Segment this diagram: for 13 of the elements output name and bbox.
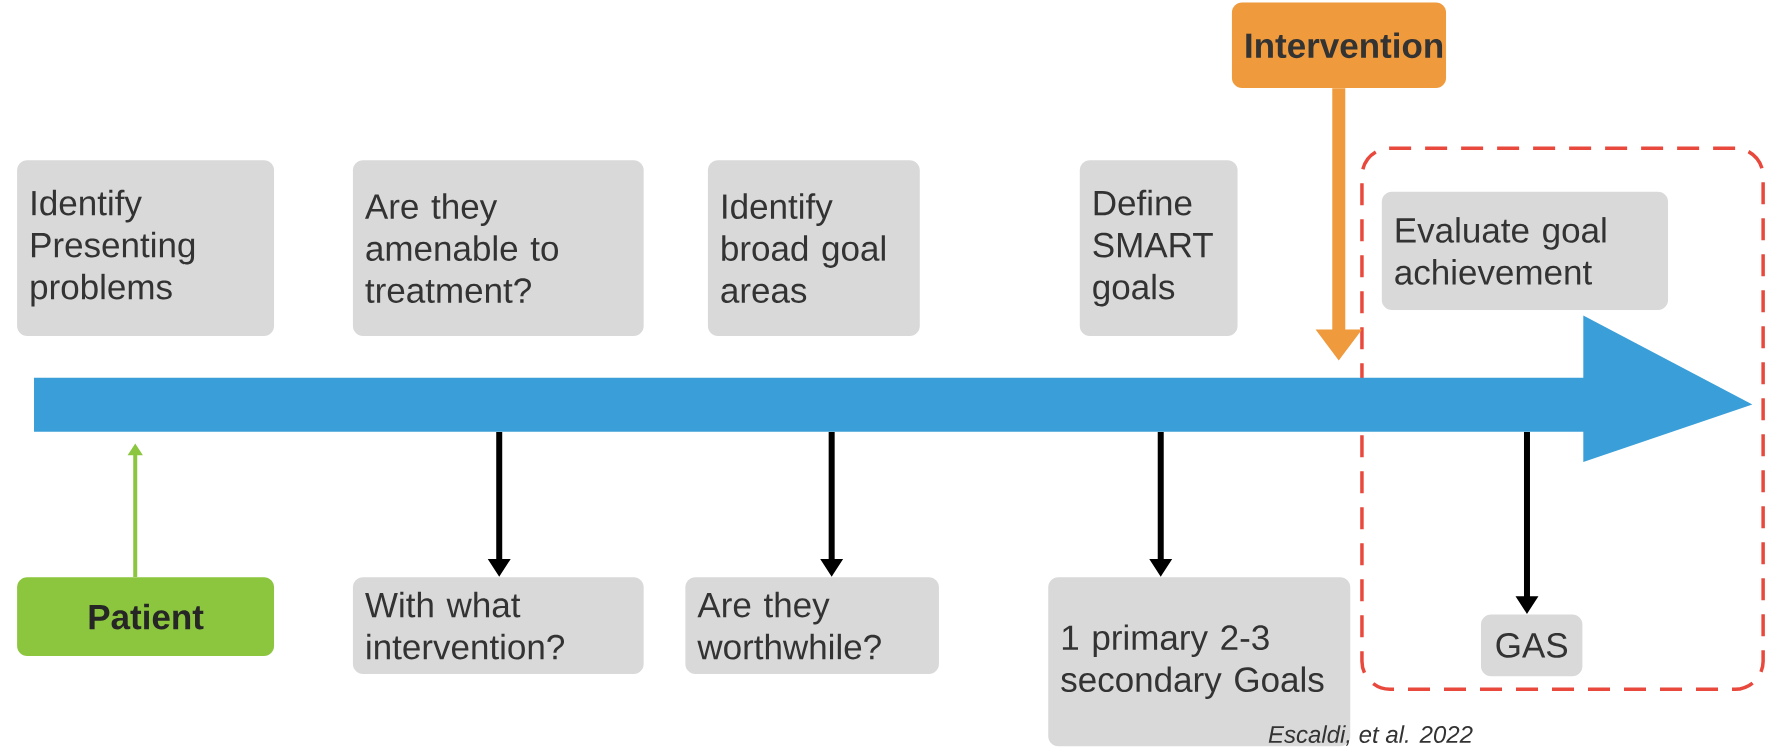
- process-box: Identify broad goal areas: [707, 160, 920, 337]
- caption-text: Escaldi, et al. 2022: [1268, 725, 1473, 746]
- process-box: With what intervention?: [352, 577, 644, 675]
- timeline-arrow: [34, 315, 1753, 463]
- intervention-box: Intervention: [1231, 2, 1447, 89]
- process-box: Are they worthwhile?: [685, 577, 939, 675]
- process-box: Define SMART goals: [1079, 160, 1238, 337]
- dashed-region: [1360, 146, 1765, 691]
- process-box: GAS: [1480, 614, 1583, 677]
- patient-box: Patient: [17, 577, 275, 657]
- process-box: Evaluate goal achievement: [1381, 191, 1669, 311]
- process-box: Are they amenable to treatment?: [352, 160, 644, 337]
- process-box: Identify Presenting problems: [17, 160, 275, 337]
